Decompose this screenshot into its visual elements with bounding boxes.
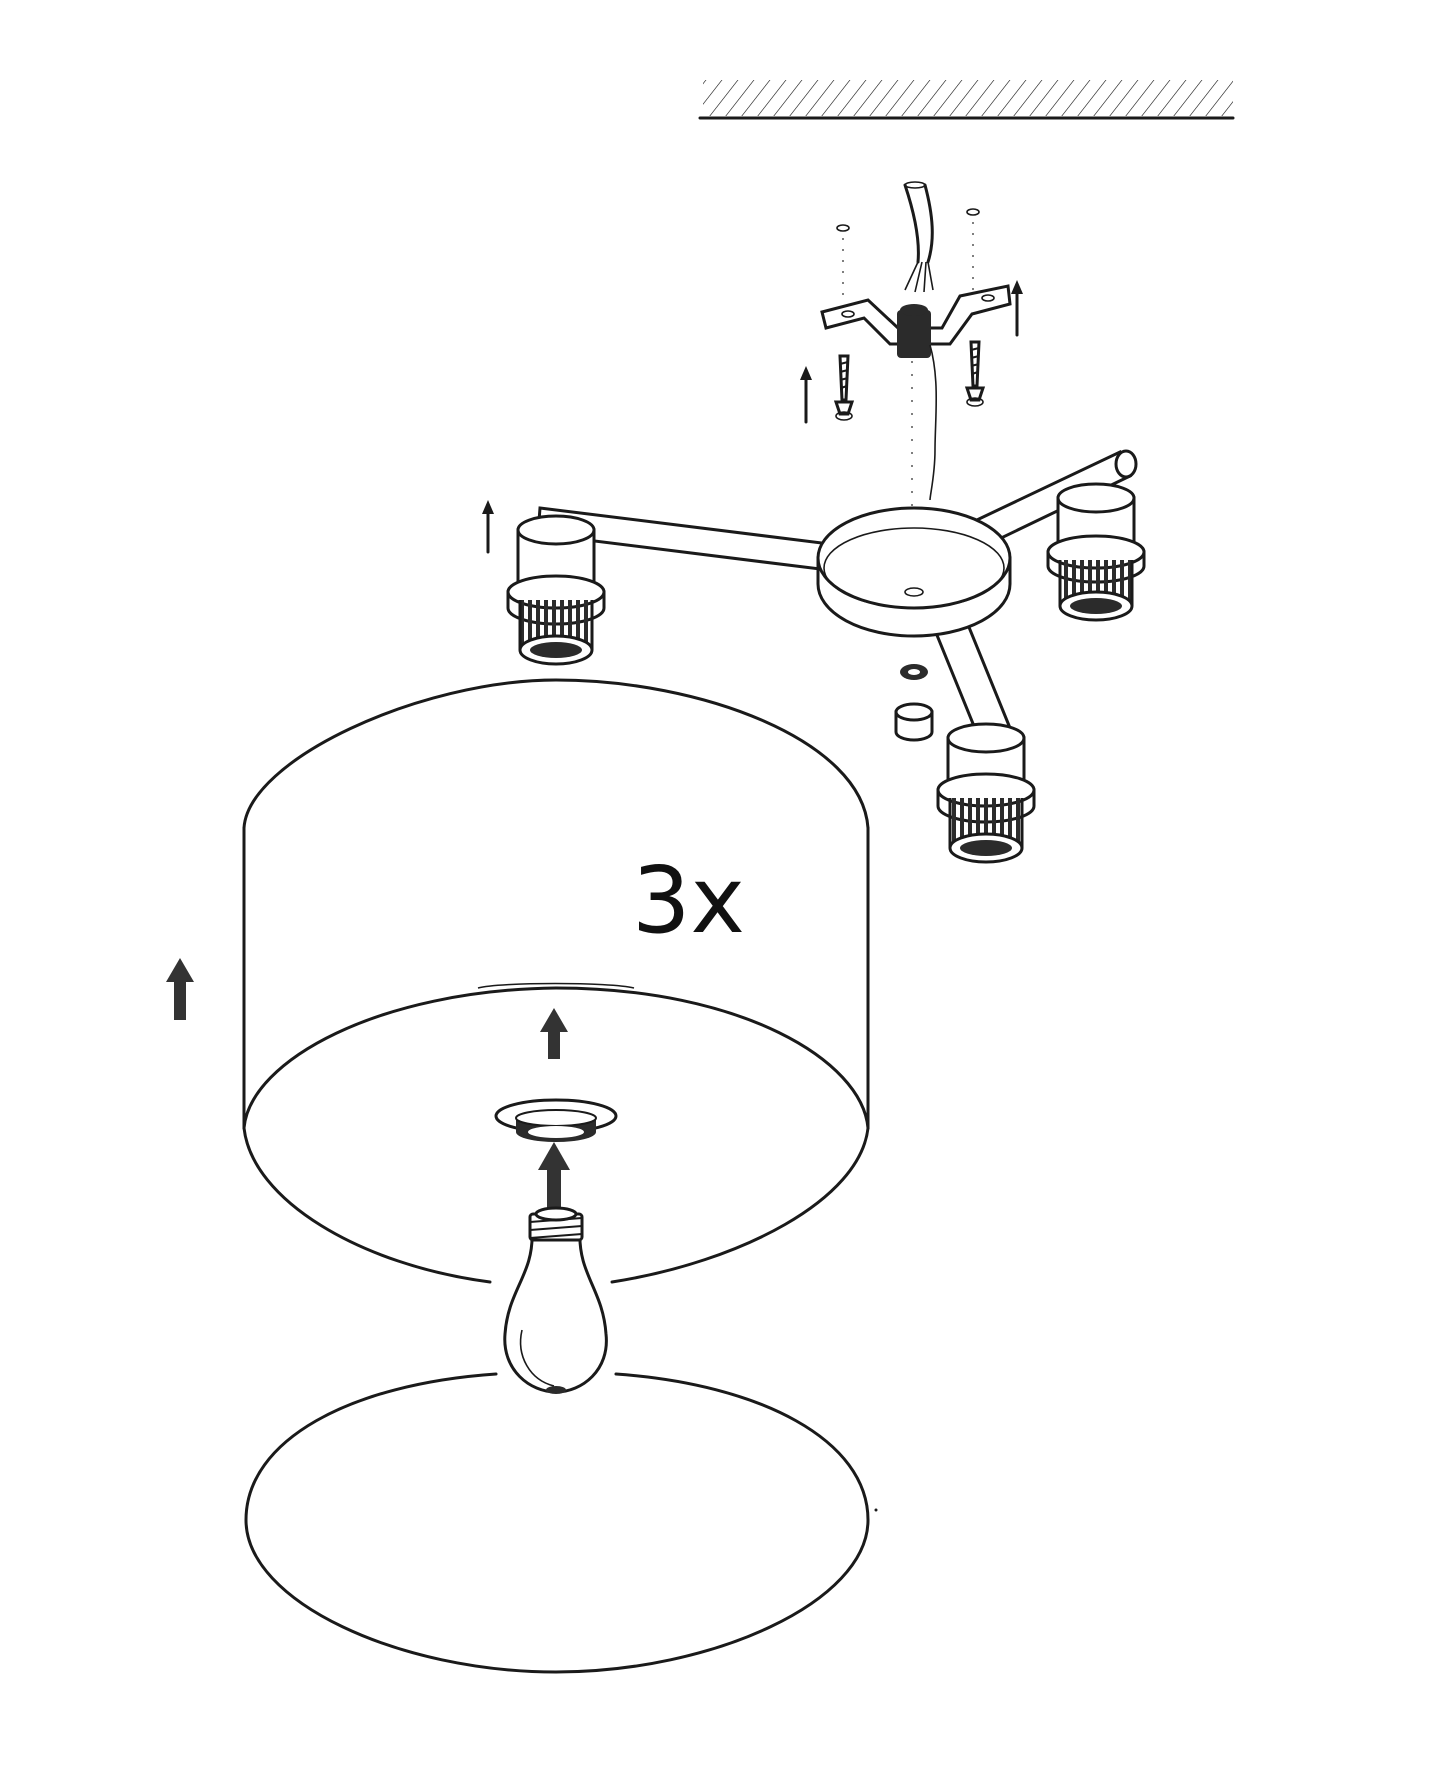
upward-arrow-icon: [1011, 280, 1023, 337]
upward-arrow-icon: [166, 958, 194, 1020]
lamp-socket: [506, 514, 606, 666]
power-cable: [903, 181, 934, 293]
upward-arrow-icon: [540, 1008, 568, 1059]
upward-arrow-icon: [800, 366, 812, 424]
quantity-label: 3x: [632, 847, 745, 954]
shade-ring: [494, 1098, 618, 1142]
upward-arrow-icon: [482, 500, 494, 554]
suspension-wire: [929, 344, 938, 501]
lamp-shade: [242, 678, 870, 1284]
fixing-cap: [894, 702, 934, 742]
canopy: [816, 506, 1012, 638]
ceiling: [698, 80, 1235, 120]
upward-arrow-icon: [538, 1142, 570, 1208]
light-bulb: [503, 1206, 608, 1394]
screw-right: [964, 340, 986, 407]
fixing-nut: [900, 664, 928, 680]
screw-left: [833, 354, 855, 421]
lamp-socket: [936, 722, 1036, 864]
drill-guide-right: [966, 208, 980, 290]
lamp-socket: [1046, 482, 1146, 622]
mounting-bracket: [820, 284, 1012, 358]
diffuser-disc: [244, 1372, 878, 1674]
drill-guide-left: [836, 224, 850, 300]
